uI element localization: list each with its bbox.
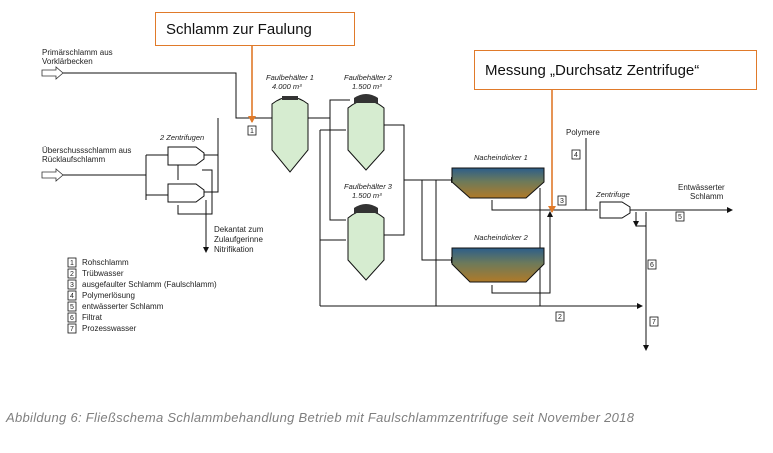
- stream-number-3: 3: [557, 195, 567, 206]
- legend-item-5: 5 entwässerter Schlamm: [67, 301, 164, 312]
- flow-diagram: Primärschlamm aus Vorklärbecken Überschu…: [41, 46, 733, 351]
- pipes: [63, 72, 733, 351]
- stream-number-5: 5: [675, 211, 685, 222]
- callout-schlamm-zur-faulung: Schlamm zur Faulung: [155, 12, 355, 46]
- svg-text:entwässerter Schlamm: entwässerter Schlamm: [82, 302, 164, 311]
- svg-text:1: 1: [250, 128, 254, 135]
- centrifuge-2: [167, 183, 205, 203]
- legend: 1 Rohschlamm 2 Trübwasser 3 ausgefaulter…: [67, 257, 217, 334]
- svg-text:6: 6: [70, 315, 74, 322]
- digester-1-volume: 4.000 m³: [272, 82, 302, 91]
- svg-text:3: 3: [70, 282, 74, 289]
- stream-number-6: 6: [647, 259, 657, 270]
- legend-item-7: 7 Prozesswasser: [67, 323, 137, 334]
- input-primaerschlamm-line1: Primärschlamm aus: [42, 48, 113, 57]
- input-primaerschlamm-line2: Vorklärbecken: [42, 57, 93, 66]
- svg-text:Trübwasser: Trübwasser: [82, 269, 124, 278]
- stream-number-2: 2: [555, 311, 565, 322]
- dekantat-line2: Zulaufgerinne: [214, 235, 263, 244]
- digester-3: [347, 204, 385, 281]
- digester-2-name: Faulbehälter 2: [344, 73, 393, 82]
- input-ueberschuss-line2: Rücklaufschlamm: [42, 155, 105, 164]
- svg-text:6: 6: [650, 262, 654, 269]
- zentrifuge: [599, 201, 631, 219]
- zentrifuge-label: Zentrifuge: [595, 190, 630, 199]
- svg-text:5: 5: [70, 304, 74, 311]
- digester-3-volume: 1.500 m³: [352, 191, 382, 200]
- output-label-line1: Entwässerter: [678, 183, 725, 192]
- stream-number-4: 4: [571, 149, 581, 160]
- svg-text:5: 5: [678, 214, 682, 221]
- svg-text:4: 4: [574, 152, 578, 159]
- svg-text:Rohschlamm: Rohschlamm: [82, 258, 129, 267]
- flow-diagram-svg: Primärschlamm aus Vorklärbecken Überschu…: [41, 46, 733, 351]
- svg-text:Prozesswasser: Prozesswasser: [82, 324, 137, 333]
- svg-text:7: 7: [652, 319, 656, 326]
- stream-number-1: 1: [247, 125, 257, 136]
- svg-text:7: 7: [70, 326, 74, 333]
- digester-1-name: Faulbehälter 1: [266, 73, 314, 82]
- legend-item-6: 6 Filtrat: [67, 312, 103, 323]
- input-ueberschuss-line1: Überschussschlamm aus: [42, 146, 131, 155]
- callout-messung-text: Messung „Durchsatz Zentrifuge“: [485, 61, 700, 79]
- input-arrow-primaer: [41, 66, 64, 80]
- svg-text:3: 3: [560, 198, 564, 205]
- legend-item-1: 1 Rohschlamm: [67, 257, 129, 268]
- thickener-2-label: Nacheindicker 2: [474, 233, 529, 242]
- centrifuge-1: [167, 146, 205, 166]
- output-label-line2: Schlamm: [690, 192, 724, 201]
- svg-text:2: 2: [70, 271, 74, 278]
- thickener-1-label: Nacheindicker 1: [474, 153, 528, 162]
- legend-item-3: 3 ausgefaulter Schlamm (Faulschlamm): [67, 279, 217, 290]
- thickener-1: [451, 167, 545, 199]
- svg-text:Filtrat: Filtrat: [82, 313, 103, 322]
- digester-1: [271, 96, 309, 173]
- input-arrow-ueberschuss: [41, 168, 64, 182]
- svg-text:2: 2: [558, 314, 562, 321]
- dekantat-line3: Nitrifikation: [214, 245, 254, 254]
- digester-2-volume: 1.500 m³: [352, 82, 382, 91]
- figure-caption: Abbildung 6: Fließschema Schlammbehandlu…: [6, 410, 635, 425]
- digester-2: [347, 94, 385, 171]
- svg-text:Polymerlösung: Polymerlösung: [82, 291, 135, 300]
- svg-text:1: 1: [70, 260, 74, 267]
- legend-item-4: 4 Polymerlösung: [67, 290, 135, 301]
- centrifuges-label: 2 Zentrifugen: [159, 133, 204, 142]
- polymere-label: Polymere: [566, 128, 600, 137]
- callout-messung-durchsatz: Messung „Durchsatz Zentrifuge“: [474, 50, 757, 90]
- callout-faulung-text: Schlamm zur Faulung: [166, 20, 312, 38]
- digester-3-name: Faulbehälter 3: [344, 182, 393, 191]
- stream-number-7: 7: [649, 316, 659, 327]
- thickener-2: [451, 247, 545, 283]
- svg-text:4: 4: [70, 293, 74, 300]
- svg-text:ausgefaulter Schlamm (Faulschl: ausgefaulter Schlamm (Faulschlamm): [82, 280, 217, 289]
- legend-item-2: 2 Trübwasser: [67, 268, 124, 279]
- dekantat-line1: Dekantat zum: [214, 225, 264, 234]
